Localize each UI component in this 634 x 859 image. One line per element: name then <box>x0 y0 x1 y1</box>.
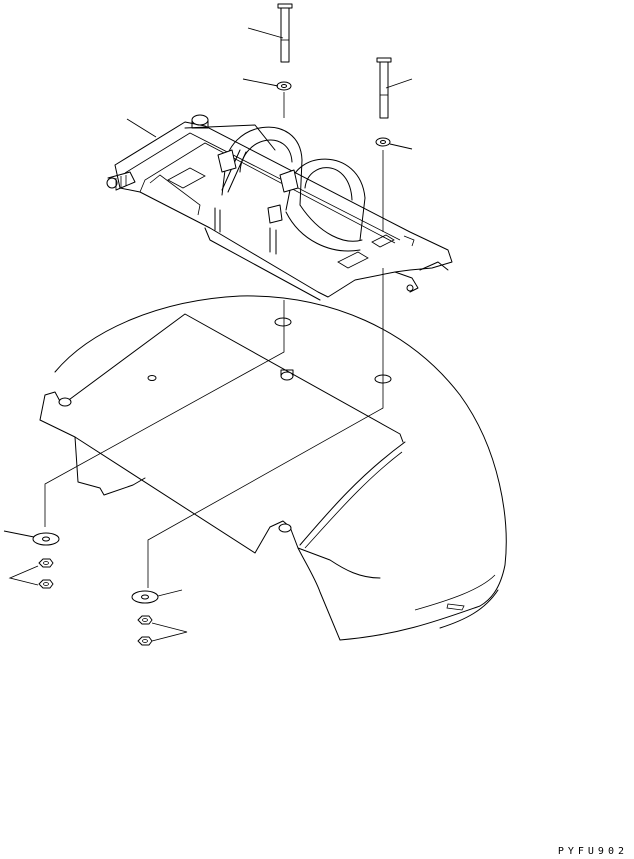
long-bolt <box>277 3 293 63</box>
large-washer <box>32 532 60 546</box>
assembly-centerlines <box>44 92 384 588</box>
washer <box>276 81 292 91</box>
nut <box>137 615 153 646</box>
drawing-code: PYFU902 <box>557 846 628 857</box>
washer <box>375 137 391 147</box>
nut <box>38 558 54 589</box>
fender-cover <box>39 295 507 641</box>
short-bolt <box>376 57 392 119</box>
large-washer <box>131 590 159 604</box>
tank-bracket <box>106 114 453 301</box>
callout-leaders <box>3 27 413 642</box>
